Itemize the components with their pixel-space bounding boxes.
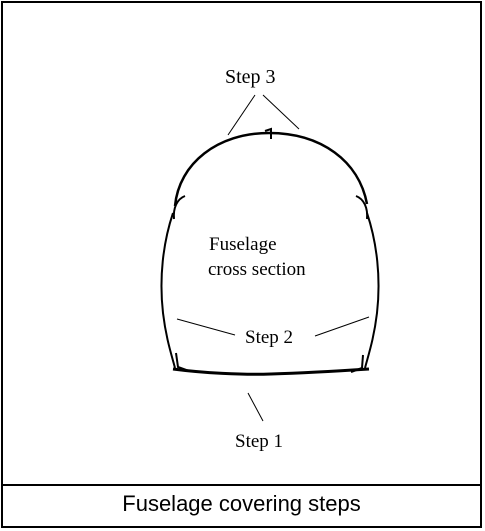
caption-bar: Fuselage covering steps — [3, 484, 480, 526]
fuselage-diagram: Step 3 Fuselage cross section Step 2 Ste… — [3, 3, 480, 484]
step1-leader — [247, 392, 264, 422]
diagram-canvas: Step 3 Fuselage cross section Step 2 Ste… — [160, 66, 380, 452]
bottom-right-hook — [350, 354, 364, 373]
step2-right-side — [364, 212, 380, 369]
figure-caption: Fuselage covering steps — [122, 491, 361, 516]
step3-leader-left — [227, 94, 256, 136]
step2-leader-right — [314, 316, 370, 337]
step3-leader-right — [262, 94, 300, 130]
step2-label: Step 2 — [245, 327, 293, 348]
bottom-left-hook — [175, 352, 190, 372]
top-splice-mark — [264, 127, 272, 139]
step1-bottom — [172, 367, 370, 376]
step2-left-side — [160, 212, 176, 369]
step1-label: Step 1 — [235, 431, 283, 452]
step2-leader-left — [176, 318, 236, 336]
left-upper-edge — [172, 195, 186, 220]
fuselage-label-line1: Fuselage — [209, 234, 277, 255]
step3-label: Step 3 — [225, 66, 276, 88]
step3-top-arc — [173, 131, 369, 207]
fuselage-label-line2: cross section — [208, 259, 306, 280]
